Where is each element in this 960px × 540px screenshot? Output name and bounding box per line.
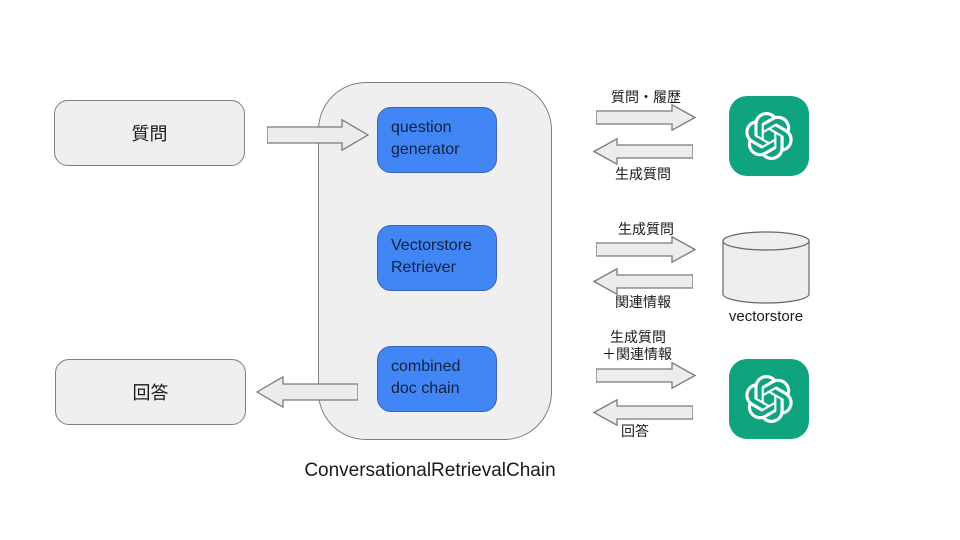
llm-node-bottom [729, 359, 809, 439]
arrow-left-icon [592, 398, 694, 431]
answer-node-label: 回答 [132, 383, 169, 403]
vectorstore-label: vectorstore [728, 308, 804, 325]
arrow-left-icon [592, 137, 694, 170]
arrow-left-icon [592, 267, 694, 300]
component-vectorstore-retriever-label: Vectorstore Retriever [391, 237, 472, 277]
edge-label-line2: ＋関連情報 [602, 345, 672, 362]
component-combined-doc-chain-label: combined doc chain [391, 358, 461, 398]
chain-title: ConversationalRetrievalChain [304, 460, 556, 481]
component-question-generator-label: question generator [391, 119, 460, 159]
component-combined-doc-chain: combined doc chain [377, 346, 497, 412]
vectorstore-cylinder-icon [722, 231, 810, 312]
openai-logo-icon [745, 112, 793, 160]
component-vectorstore-retriever: Vectorstore Retriever [377, 225, 497, 291]
edge-label-related-info: 関連情報 [615, 294, 671, 310]
edge-label-line1: 生成質問 [610, 329, 666, 345]
edge-label-generated-question-return: 生成質問 [615, 166, 671, 182]
arrow-right-icon [595, 103, 697, 136]
arrow-right-icon [266, 118, 370, 156]
edge-label-generated-plus-related: 生成質問 ＋関連情報 [602, 329, 672, 363]
answer-node: 回答 [55, 359, 246, 425]
edge-label-question-history: 質問・履歴 [611, 89, 681, 105]
component-question-generator: question generator [377, 107, 497, 173]
edge-label-generated-question: 生成質問 [618, 221, 674, 237]
openai-logo-icon [745, 375, 793, 423]
question-node-label: 質問 [131, 124, 168, 144]
edge-label-answer-return: 回答 [621, 423, 649, 439]
arrow-right-icon [595, 361, 697, 394]
llm-node-top [729, 96, 809, 176]
question-node: 質問 [54, 100, 245, 166]
arrow-right-icon [595, 235, 697, 268]
arrow-left-icon [255, 375, 359, 413]
